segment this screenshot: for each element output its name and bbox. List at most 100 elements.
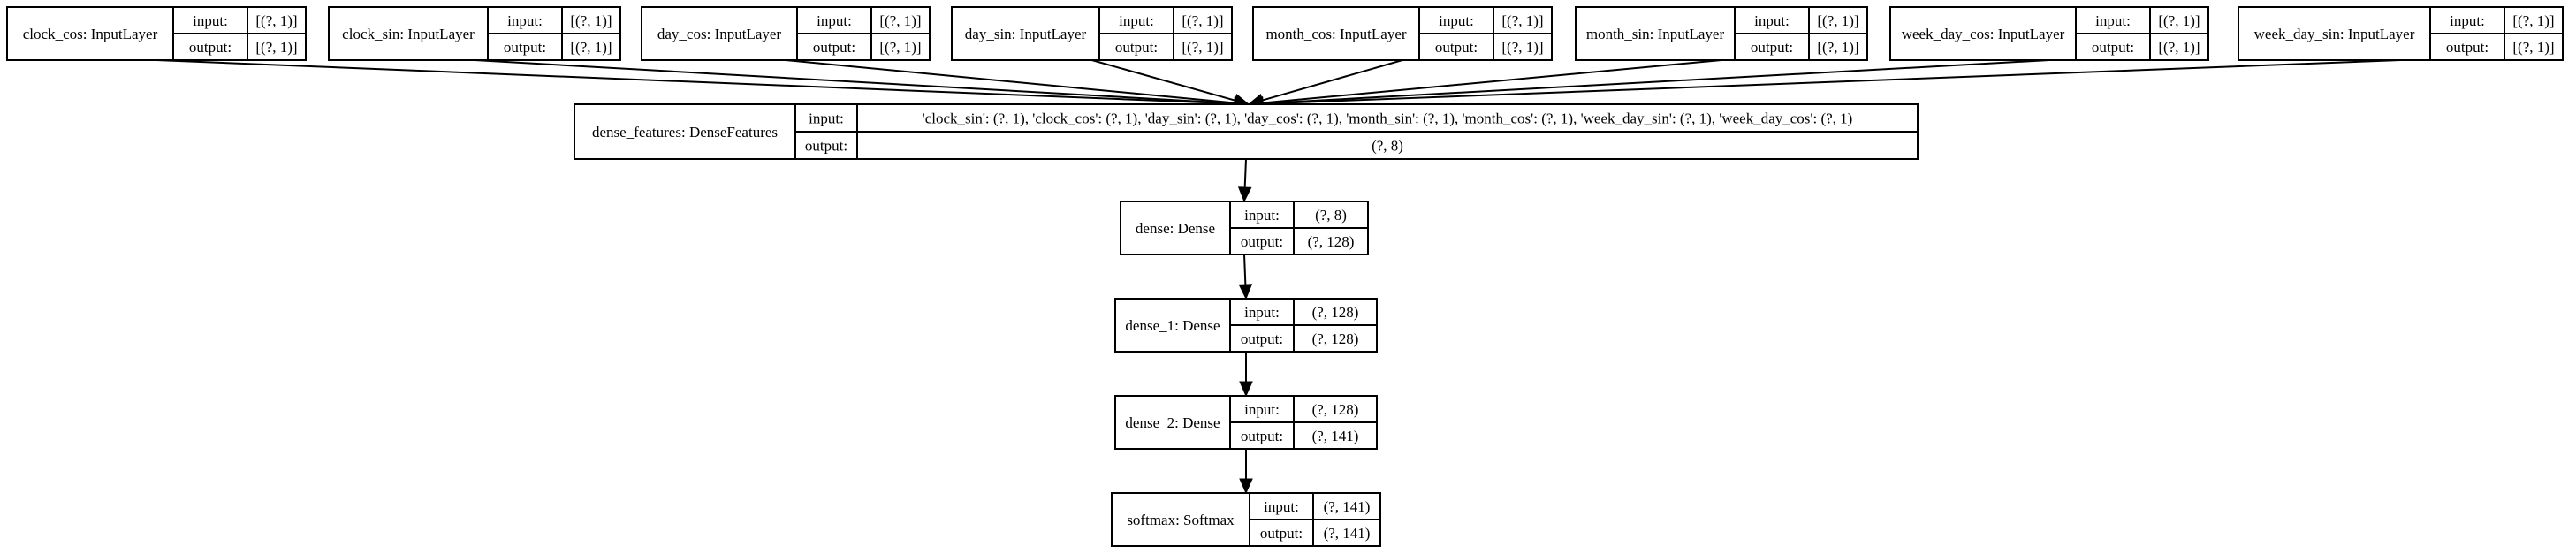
input-shape: (?, 141) — [1324, 498, 1371, 515]
input-label: input: — [1244, 401, 1280, 418]
output-shape: [(?, 1)] — [1817, 39, 1858, 56]
layer-title: month_cos: InputLayer — [1265, 26, 1406, 42]
output-shape: [(?, 1)] — [1182, 39, 1223, 56]
arrowhead-icon — [1239, 381, 1253, 398]
output-label: output: — [1435, 39, 1478, 56]
input-label: input: — [809, 110, 844, 127]
edge-line — [1262, 59, 2050, 105]
input-shape: 'clock_sin': (?, 1), 'clock_cos': (?, 1)… — [923, 110, 1853, 127]
layer-node-dense_features[interactable]: dense_features: DenseFeatures input: outpu… — [574, 103, 1919, 160]
edge-dense_2-to-softmax — [1239, 449, 1253, 495]
edge-line — [1243, 158, 1247, 188]
output-shape: (?, 8) — [1372, 138, 1403, 155]
output-label: output: — [1241, 428, 1283, 444]
input-label: input: — [2095, 12, 2131, 29]
input-label: input: — [1754, 12, 1790, 29]
input-label: input: — [193, 12, 228, 29]
output-label: output: — [1751, 39, 1793, 56]
input-shape: (?, 8) — [1315, 207, 1347, 224]
output-label: output: — [1241, 233, 1283, 250]
layer-node-month_sin[interactable]: month_sin: InputLayer input: output: [(?, 1… — [1575, 6, 1868, 61]
edge-line — [1262, 59, 2401, 105]
output-shape: [(?, 1)] — [1501, 39, 1543, 56]
output-label: output: — [1115, 39, 1158, 56]
nodes-layer: clock_cos: InputLayer input: output: [(?, 1… — [6, 6, 2564, 547]
edge-line — [156, 59, 1235, 105]
output-shape: [(?, 1)] — [879, 39, 921, 56]
output-shape: [(?, 1)] — [570, 39, 612, 56]
layer-node-week_day_cos[interactable]: week_day_cos: InputLayer input: output: [(?… — [1889, 6, 2209, 61]
input-shape: (?, 128) — [1312, 401, 1359, 418]
input-shape: [(?, 1)] — [1182, 12, 1223, 29]
output-label: output: — [1260, 525, 1303, 542]
edge-line — [1091, 59, 1235, 102]
output-label: output: — [2446, 39, 2489, 56]
output-label: output: — [189, 39, 232, 56]
layer-title: day_sin: InputLayer — [965, 26, 1087, 42]
layer-title: week_day_sin: InputLayer — [2254, 26, 2415, 42]
input-shape: [(?, 1)] — [2158, 12, 2200, 29]
input-label: input: — [1244, 304, 1280, 321]
input-shape: [(?, 1)] — [570, 12, 612, 29]
output-label: output: — [805, 138, 847, 155]
layer-title: month_sin: InputLayer — [1586, 26, 1725, 42]
output-label: output: — [504, 39, 546, 56]
input-shape: [(?, 1)] — [2512, 12, 2554, 29]
output-shape: (?, 141) — [1324, 525, 1371, 542]
layer-node-week_day_sin[interactable]: week_day_sin: InputLayer input: output: [(?… — [2238, 6, 2564, 61]
output-shape: [(?, 1)] — [2512, 39, 2554, 56]
arrowhead-icon — [1238, 284, 1253, 300]
input-shape: [(?, 1)] — [255, 12, 297, 29]
edge-dense_features-to-dense — [1237, 158, 1252, 203]
input-label: input: — [817, 12, 852, 29]
input-shape: [(?, 1)] — [879, 12, 921, 29]
layer-node-dense[interactable]: dense: Dense input: output: (?, 8) (?, 128) — [1120, 201, 1369, 255]
input-label: input: — [1264, 498, 1299, 515]
edge-dense-to-dense_1 — [1238, 254, 1253, 300]
arrowhead-icon — [1237, 186, 1252, 203]
layer-node-softmax[interactable]: softmax: Softmax input: output: (?, 141) (?,… — [1111, 492, 1381, 547]
layer-node-day_sin[interactable]: day_sin: InputLayer input: output: [(?, 1)]… — [951, 6, 1233, 61]
edge-line — [1262, 59, 1722, 104]
layer-title: week_day_cos: InputLayer — [1902, 26, 2065, 42]
layer-node-day_cos[interactable]: day_cos: InputLayer input: output: [(?, 1)]… — [641, 6, 931, 61]
layer-node-dense_1[interactable]: dense_1: Dense input: output: (?, 128) (?, 1… — [1114, 298, 1378, 353]
edge-clock_cos-to-dense_features — [156, 59, 1250, 111]
input-shape: [(?, 1)] — [1501, 12, 1543, 29]
edge-line — [1243, 254, 1247, 285]
edge-line — [1262, 59, 1403, 102]
layer-title: softmax: Softmax — [1127, 512, 1235, 528]
output-label: output: — [813, 39, 855, 56]
output-label: output: — [1241, 330, 1283, 347]
input-label: input: — [1119, 12, 1154, 29]
output-shape: [(?, 1)] — [255, 39, 297, 56]
input-label: input: — [507, 12, 543, 29]
output-label: output: — [2092, 39, 2134, 56]
layer-title: day_cos: InputLayer — [657, 26, 782, 42]
layer-node-clock_sin[interactable]: clock_sin: InputLayer input: output: [(?, 1… — [328, 6, 621, 61]
edge-line — [474, 59, 1235, 105]
layer-title: clock_sin: InputLayer — [342, 26, 475, 42]
input-shape: [(?, 1)] — [1817, 12, 1858, 29]
layer-title: dense_1: Dense — [1125, 317, 1220, 334]
edge-week_day_sin-to-dense_features — [1247, 59, 2401, 111]
input-shape: (?, 128) — [1312, 304, 1359, 321]
input-label: input: — [1244, 207, 1280, 224]
layer-title: dense: Dense — [1136, 220, 1215, 237]
layer-title: clock_cos: InputLayer — [23, 26, 158, 42]
input-label: input: — [2450, 12, 2485, 29]
output-shape: (?, 128) — [1312, 330, 1359, 347]
arrowhead-icon — [1239, 478, 1253, 495]
edge-dense_1-to-dense_2 — [1239, 352, 1253, 398]
layer-node-dense_2[interactable]: dense_2: Dense input: output: (?, 128) (?, 1… — [1114, 395, 1378, 450]
layer-node-clock_cos[interactable]: clock_cos: InputLayer input: output: [(?, 1… — [6, 6, 307, 61]
edge-line — [785, 59, 1235, 104]
output-shape: (?, 141) — [1312, 428, 1359, 444]
output-shape: [(?, 1)] — [2158, 39, 2200, 56]
layer-title: dense_features: DenseFeatures — [592, 124, 778, 140]
output-shape: (?, 128) — [1308, 233, 1355, 250]
layer-title: dense_2: Dense — [1125, 414, 1220, 431]
layer-node-month_cos[interactable]: month_cos: InputLayer input: output: [(?, 1… — [1252, 6, 1553, 61]
input-label: input: — [1439, 12, 1474, 29]
